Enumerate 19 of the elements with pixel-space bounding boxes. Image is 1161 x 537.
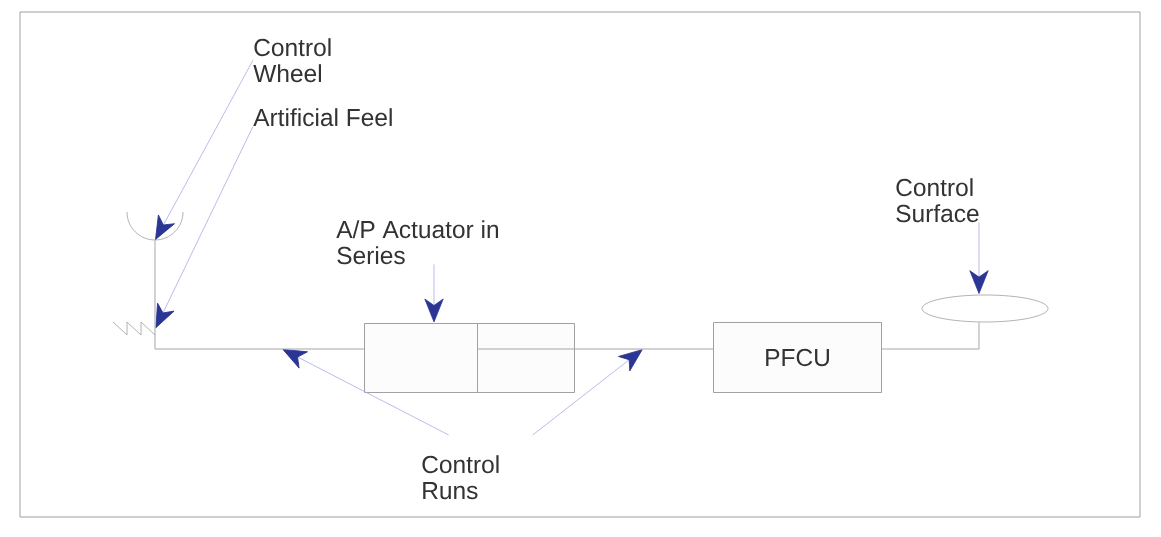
connecting-line xyxy=(574,348,714,350)
leader-arrow xyxy=(155,126,254,329)
spring-symbol xyxy=(112,321,156,336)
actuator-box xyxy=(476,323,575,393)
actuator-box xyxy=(364,323,478,393)
leader-arrow xyxy=(282,349,450,436)
leader-arrow xyxy=(424,264,444,323)
leader-arrow xyxy=(155,59,254,240)
callout-label: Control Wheel xyxy=(253,38,331,83)
connecting-line xyxy=(154,239,365,350)
ellipse xyxy=(921,294,1049,323)
callout-label: Control Runs xyxy=(422,455,499,500)
callout-label: A/P Actuator in Series xyxy=(336,220,498,265)
connecting-line xyxy=(881,321,980,350)
leader-arrow xyxy=(532,349,643,436)
callout-label: Artificial Feel xyxy=(253,108,392,127)
leader-arrow xyxy=(969,222,989,294)
unit-box: PFCU xyxy=(713,322,882,393)
callout-label: Control Surface xyxy=(896,178,979,223)
